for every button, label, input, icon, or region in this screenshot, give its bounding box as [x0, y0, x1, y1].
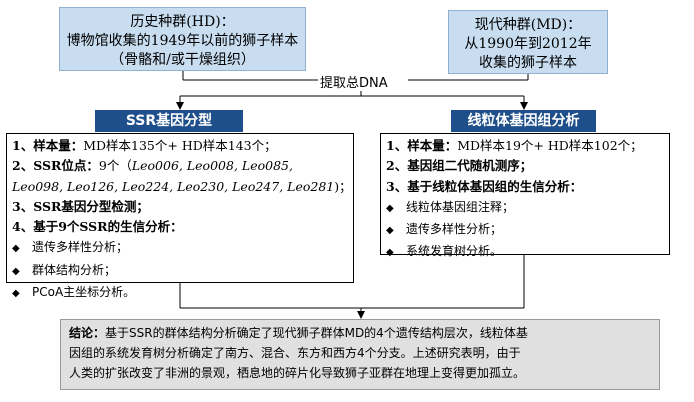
- ssr-item-sample-size: 1、样本量：MD样本135个+ HD样本143个；: [12, 136, 353, 156]
- conclusion-line-3: 人类的扩张改变了非洲的景观，栖息地的碎片化导致狮子亚群在地理上变得更加孤立。: [69, 366, 526, 380]
- ssr-sub-diversity: ◆ 遗传多样性分析；: [12, 237, 353, 259]
- ssr-item-1-label: 1、样本量：: [12, 138, 84, 153]
- ssr-method-panel: 1、样本量：MD样本135个+ HD样本143个； 2、SSR位点：9个（Leo…: [6, 133, 354, 299]
- mito-item-1-label: 1、样本量：: [386, 138, 458, 153]
- ssr-item-1-text: MD样本135个+ HD样本143个；: [83, 138, 277, 153]
- ssr-sub-pcoa-text: PCoA主坐标分析。: [32, 285, 136, 300]
- mito-sub-phylogeny-text: 系统发育树分析。: [406, 244, 503, 259]
- diamond-bullet-icon: ◆: [386, 225, 394, 237]
- mito-item-sequencing: 2、基因组二代随机测序；: [386, 158, 533, 174]
- conclusion-box: 结论：基于SSR的群体结构分析确定了现代狮子群体MD的4个遗传结构层次，线粒体基…: [60, 319, 660, 390]
- historical-population-box: 历史种群(HD)： 博物馆收集的1949年以前的狮子样本 （骨骼和/或干燥组织）: [59, 7, 306, 71]
- ssr-sub-diversity-text: 遗传多样性分析；: [32, 240, 129, 255]
- conclusion-text-1: 基于SSR的群体结构分析确定了现代狮子群体MD的4个遗传结构层次，线粒体基: [105, 326, 528, 340]
- ssr-loci-list-b: Leo098, Leo126, Leo224, Leo230, Leo247, …: [12, 178, 335, 194]
- md-description: 收集的狮子样本: [479, 55, 577, 71]
- ssr-item-loci-cont: Leo098, Leo126, Leo224, Leo230, Leo247, …: [12, 177, 353, 197]
- ssr-item-bioinfo: 4、基于9个SSR的生信分析：: [12, 219, 183, 235]
- md-date-range: 从1990年到2012年: [464, 36, 592, 52]
- diamond-bullet-icon: ◆: [12, 265, 20, 277]
- ssr-item-2-close: )；: [334, 178, 352, 194]
- mito-sub-diversity-text: 遗传多样性分析；: [406, 222, 503, 237]
- ssr-genotyping-header: SSR基因分型: [95, 110, 243, 132]
- conclusion-line-1: 结论：基于SSR的群体结构分析确定了现代狮子群体MD的4个遗传结构层次，线粒体基: [69, 323, 651, 343]
- ssr-item-genotyping: 3、SSR基因分型检测；: [12, 198, 149, 214]
- mito-genome-header: 线粒体基因组分析: [451, 110, 596, 132]
- ssr-sub-structure-text: 群体结构分析；: [32, 262, 117, 277]
- mito-sub-diversity: ◆ 遗传多样性分析；: [386, 219, 669, 241]
- hd-sample-type: （骨骼和/或干燥组织）: [110, 52, 255, 68]
- conclusion-line-2: 因组的系统发育树分析确定了南方、混合、东方和西方4个分支。上述研究表明，由于: [69, 346, 521, 360]
- mito-sub-phylogeny: ◆ 系统发育树分析。: [386, 241, 669, 263]
- mito-item-sample-size: 1、样本量：MD样本19个+ HD样本102个；: [386, 136, 669, 156]
- diamond-bullet-icon: ◆: [386, 202, 394, 214]
- ssr-sub-structure: ◆ 群体结构分析；: [12, 260, 353, 282]
- md-title: 现代种群(MD)：: [474, 17, 582, 33]
- ssr-loci-list-a: Leo006, Leo008, Leo085,: [131, 158, 293, 174]
- ssr-item-loci: 2、SSR位点：9个（Leo006, Leo008, Leo085,: [12, 156, 353, 176]
- mito-item-bioinfo: 3、基于线粒体基因组的生信分析：: [386, 178, 583, 194]
- ssr-item-2-text: 9个（: [98, 158, 132, 174]
- mito-item-1-text: MD样本19个+ HD样本102个；: [457, 138, 643, 153]
- mito-sub-annotation: ◆ 线粒体基因组注释；: [386, 197, 669, 219]
- diamond-bullet-icon: ◆: [12, 288, 20, 300]
- hd-title: 历史种群(HD)：: [130, 14, 235, 30]
- extract-dna-label: 提取总DNA: [318, 72, 390, 91]
- ssr-sub-pcoa: ◆ PCoA主坐标分析。: [12, 282, 353, 304]
- mito-method-panel: 1、样本量：MD样本19个+ HD样本102个； 2、基因组二代随机测序； 3、…: [380, 133, 670, 258]
- hd-description: 博物馆收集的1949年以前的狮子样本: [66, 33, 299, 49]
- mito-sub-annotation-text: 线粒体基因组注释；: [406, 199, 515, 214]
- conclusion-label: 结论：: [69, 326, 106, 340]
- diamond-bullet-icon: ◆: [386, 247, 394, 259]
- modern-population-box: 现代种群(MD)： 从1990年到2012年 收集的狮子样本: [448, 10, 608, 74]
- diamond-bullet-icon: ◆: [12, 243, 20, 255]
- ssr-item-2-label: 2、SSR位点：: [12, 158, 99, 174]
